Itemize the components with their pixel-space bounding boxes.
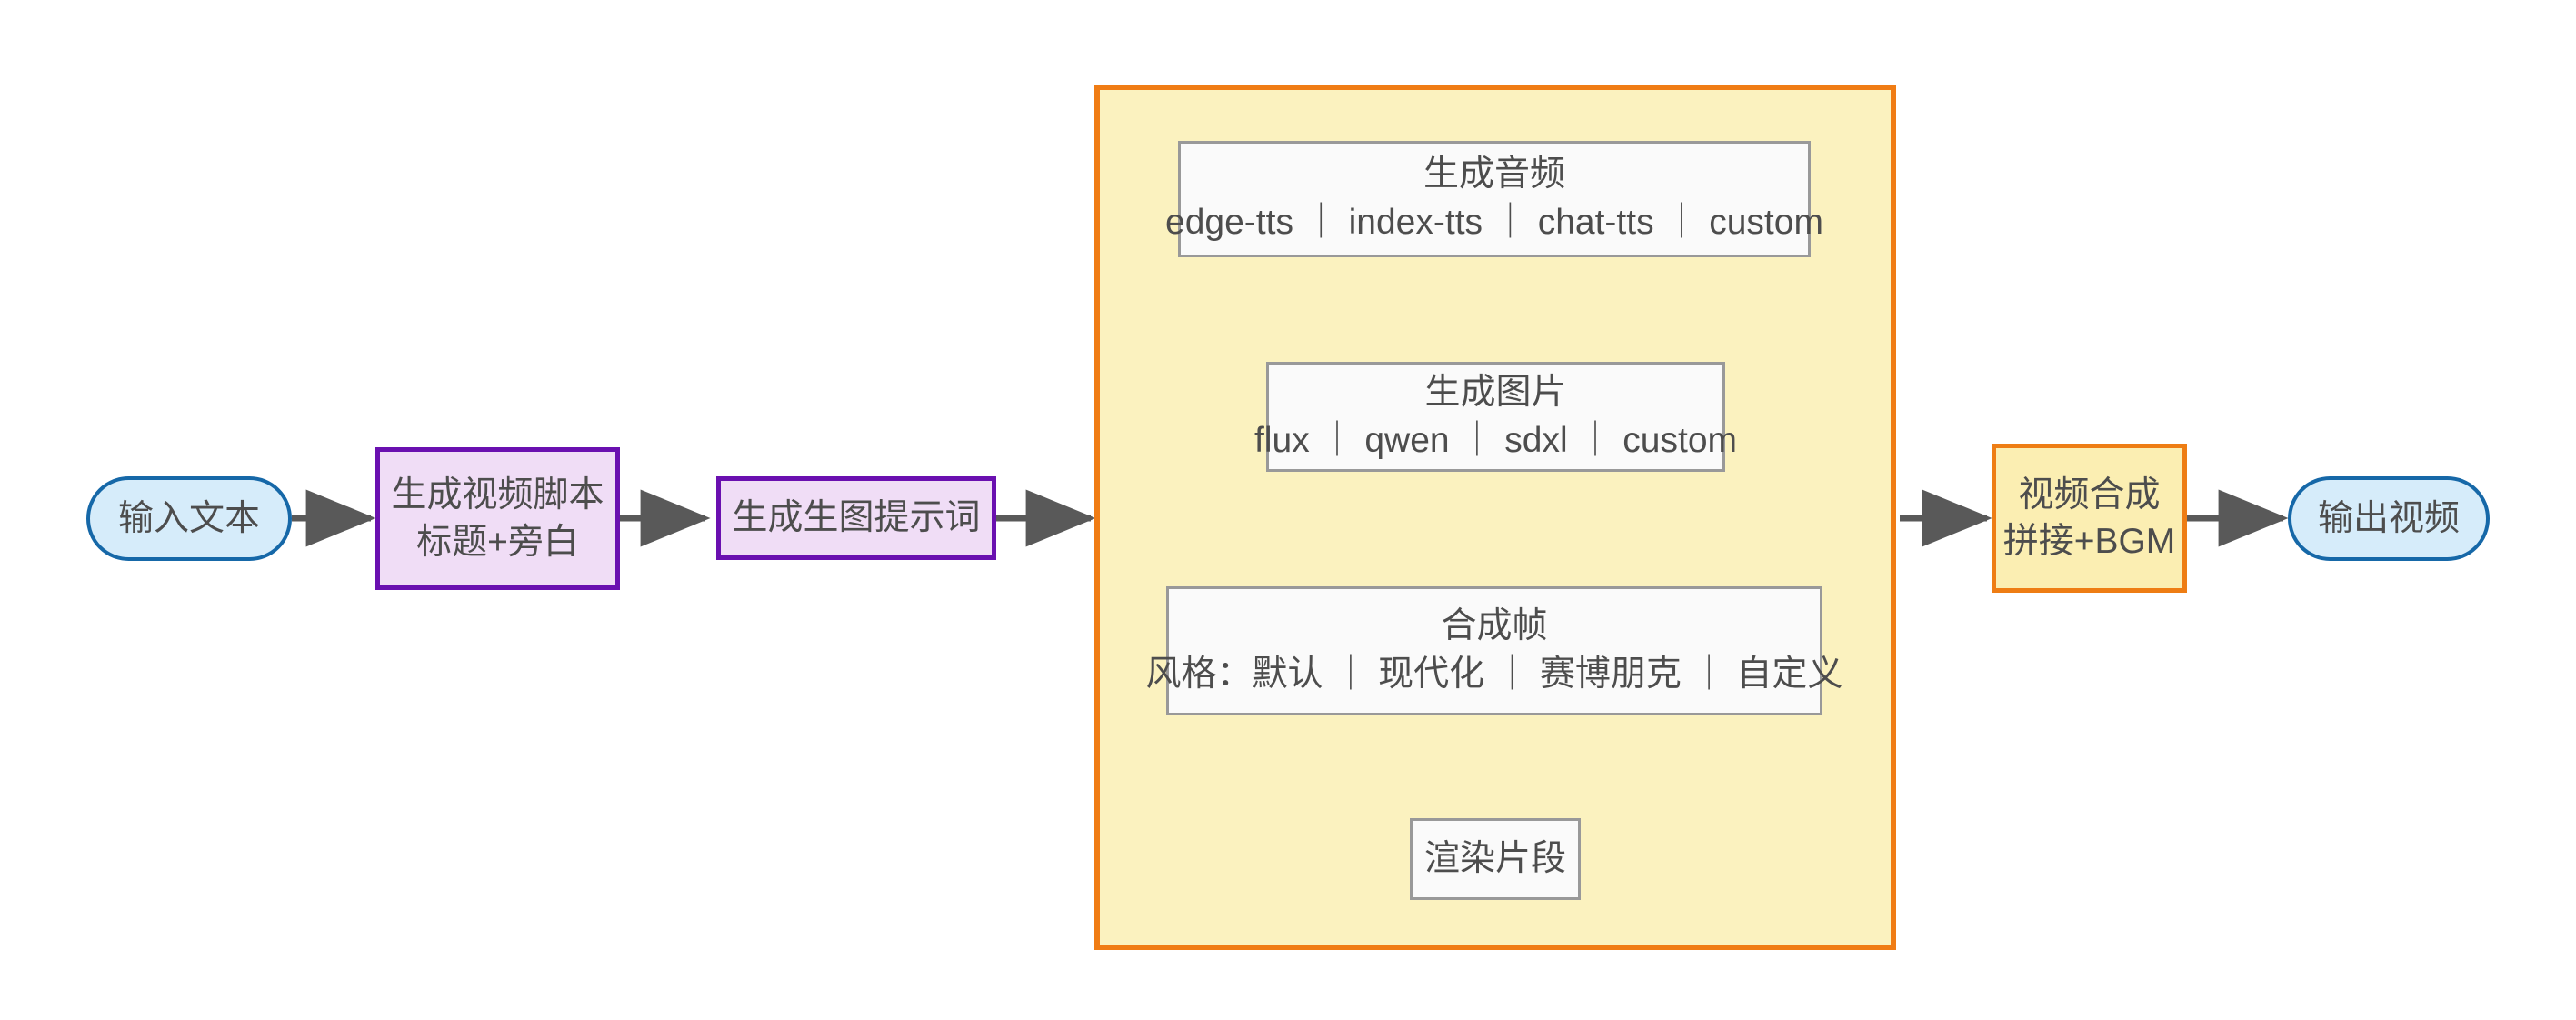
node-render-segment[interactable]: 渲染片段 [1410, 818, 1581, 900]
node-generate-script-line1: 生成视频脚本 [391, 475, 604, 515]
node-generate-script[interactable]: 生成视频脚本 标题+旁白 [375, 447, 620, 590]
node-generate-image-prompt-label: 生成生图提示词 [732, 498, 981, 538]
node-generate-image-line2: flux ｜ qwen ｜ sdxl ｜ custom [1254, 420, 1737, 460]
node-compose-frame-line2: 风格：默认 ｜ 现代化 ｜ 赛博朋克 ｜ 自定义 [1145, 655, 1843, 694]
node-generate-image-prompt[interactable]: 生成生图提示词 [716, 476, 996, 560]
node-render-segment-label: 渲染片段 [1423, 838, 1566, 878]
node-output-video-label: 输出视频 [2317, 498, 2460, 538]
node-generate-image[interactable]: 生成图片 flux ｜ qwen ｜ sdxl ｜ custom [1254, 362, 1737, 472]
node-generate-audio[interactable]: 生成音频 edge-tts ｜ index-tts ｜ chat-tts ｜ c… [1165, 141, 1823, 257]
node-compose-frame-line1: 合成帧 [1441, 606, 1548, 646]
node-generate-audio-line1: 生成音频 [1423, 155, 1565, 195]
node-input-text[interactable]: 输入文本 [86, 476, 292, 561]
node-compose-frame[interactable]: 合成帧 风格：默认 ｜ 现代化 ｜ 赛博朋克 ｜ 自定义 [1146, 586, 1843, 715]
node-video-merge-line1: 视频合成 [2018, 475, 2161, 515]
node-video-merge-line2: 拼接+BGM [2002, 522, 2176, 561]
node-input-text-label: 输入文本 [117, 498, 260, 538]
node-generate-image-line1: 生成图片 [1424, 372, 1567, 412]
node-video-merge[interactable]: 视频合成 拼接+BGM [1992, 444, 2187, 593]
node-generate-audio-line2: edge-tts ｜ index-tts ｜ chat-tts ｜ custom [1165, 203, 1823, 242]
node-generate-script-line2: 标题+旁白 [416, 522, 579, 562]
node-output-video[interactable]: 输出视频 [2288, 476, 2490, 561]
